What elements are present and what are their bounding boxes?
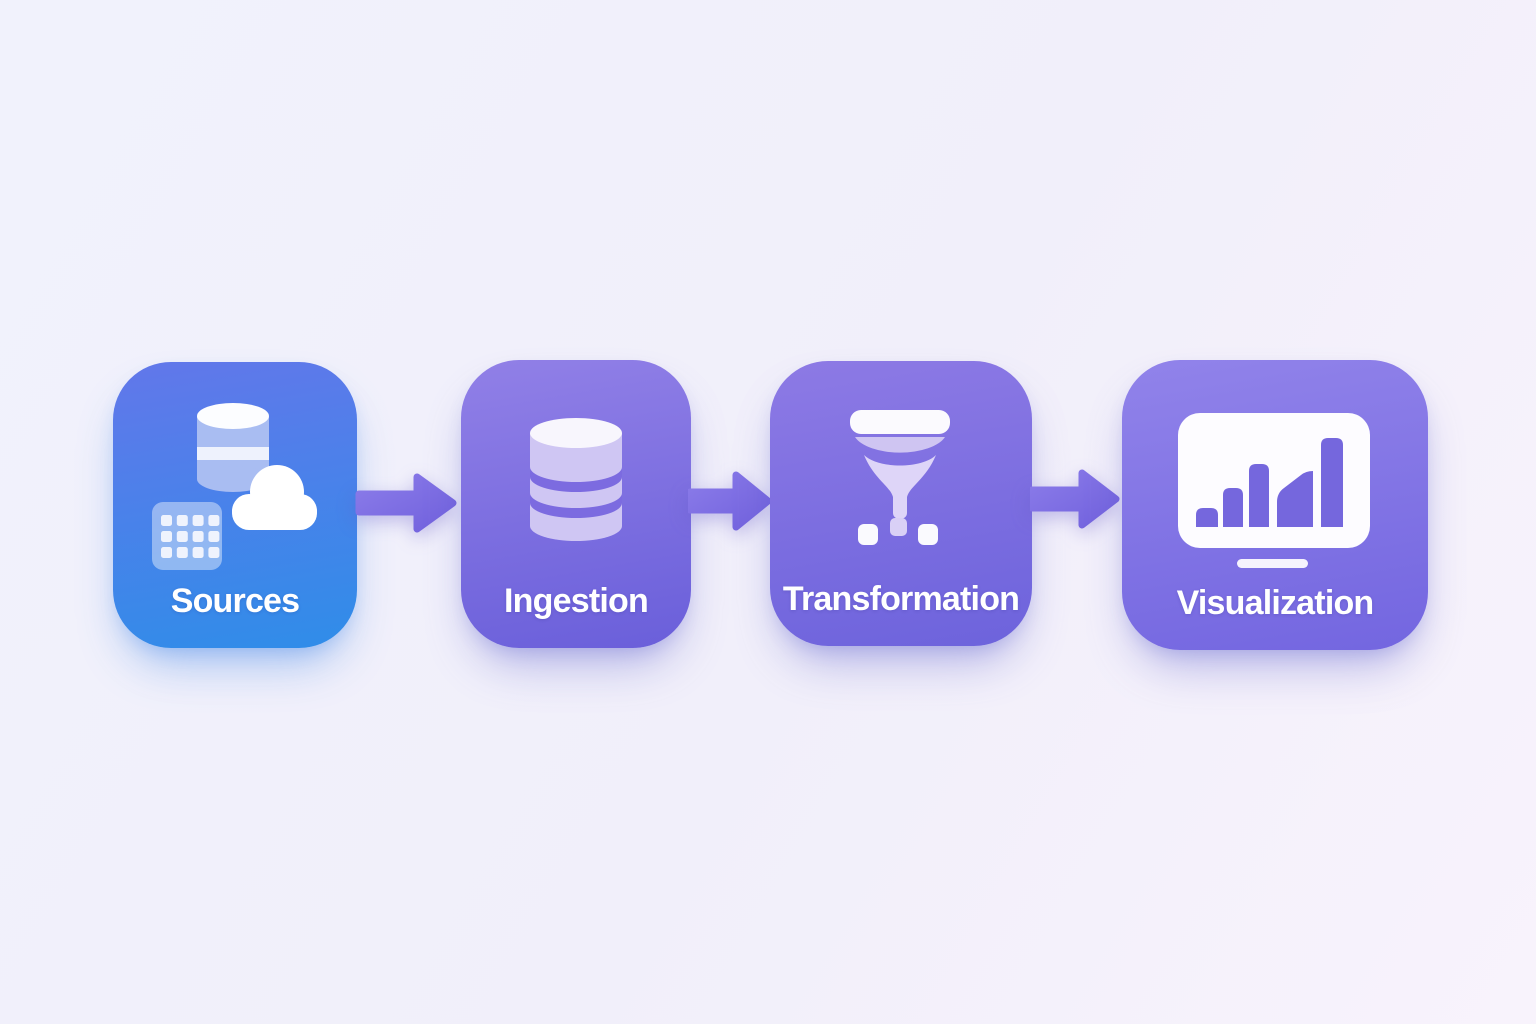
ingestion-icon [528, 417, 624, 543]
cloud-icon [232, 465, 317, 530]
stage-card-transformation: Transformation [770, 361, 1032, 646]
stage-label-visualization: Visualization [1176, 584, 1375, 622]
database-cloud-table-icons [152, 403, 317, 570]
stage-label-transformation: Transformation [782, 580, 1020, 618]
stage-card-visualization: Visualization [1122, 360, 1428, 650]
transformation-icon [848, 409, 952, 549]
stage-label-sources: Sources [170, 582, 300, 620]
bar-chart-monitor-icon [1178, 413, 1370, 568]
stage-card-ingestion: Ingestion [461, 360, 691, 648]
funnel-icon [850, 410, 950, 545]
arrow-right-icon [355, 473, 457, 533]
sources-icon-cluster [149, 400, 359, 580]
stage-label-ingestion: Ingestion [504, 582, 649, 620]
arrow-right-icon [1030, 469, 1120, 529]
arrow-right-icon [688, 471, 772, 531]
database-stack-icon [530, 418, 622, 541]
visualization-icon [1177, 412, 1373, 570]
bar-chart-bars [1196, 438, 1343, 527]
monitor-stand [1237, 559, 1308, 568]
stage-card-sources: Sources [113, 362, 357, 648]
table-grid-icon [152, 502, 222, 570]
